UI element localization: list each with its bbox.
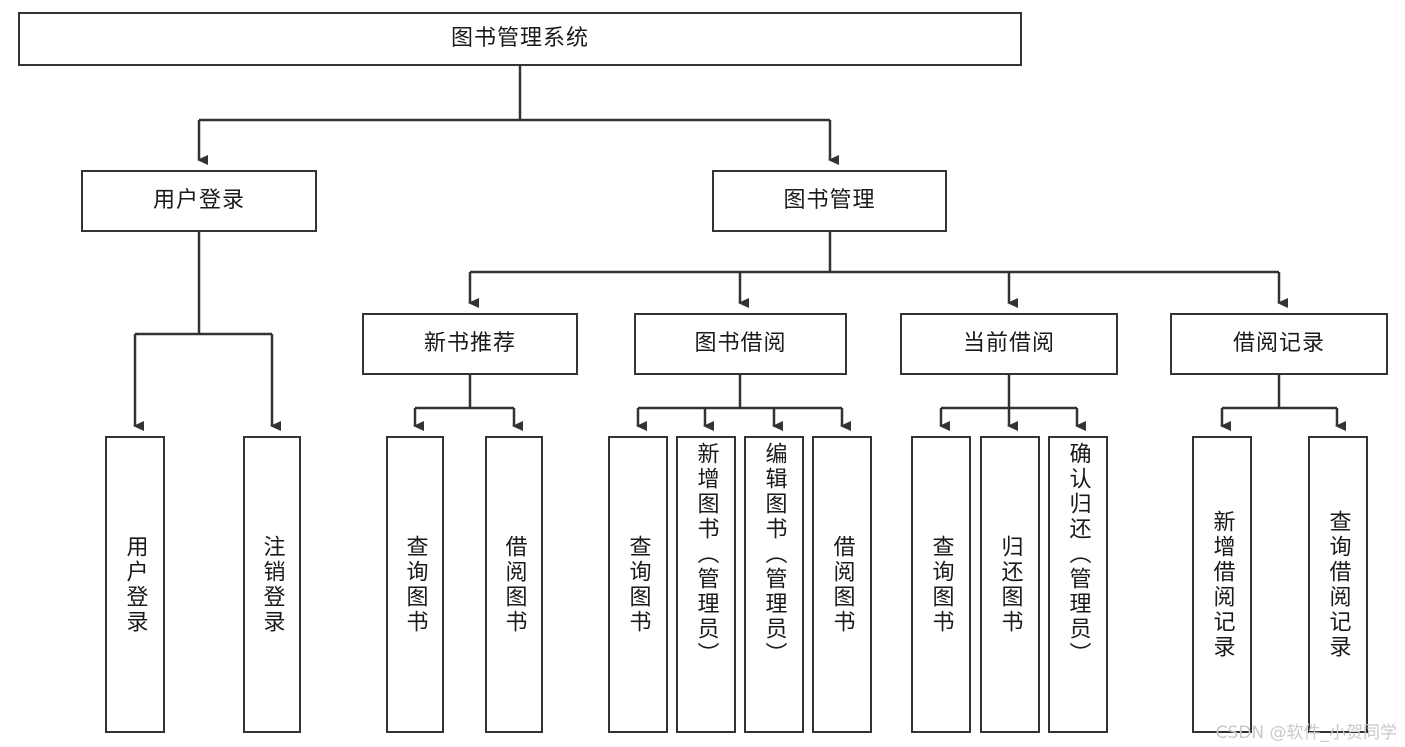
node-root[interactable]: 图书管理系统 xyxy=(18,12,1022,66)
node-book-management[interactable]: 图书管理 xyxy=(712,170,947,232)
leaf-return-book[interactable]: 归还图书 xyxy=(980,436,1040,733)
leaf-add-borrow-record[interactable]: 新增借阅记录 xyxy=(1192,436,1252,733)
leaf-query-borrow-record[interactable]: 查询借阅记录 xyxy=(1308,436,1368,733)
leaf-logout[interactable]: 注销登录 xyxy=(243,436,301,733)
leaf-query-book-borrow[interactable]: 查询图书 xyxy=(608,436,668,733)
node-user-login[interactable]: 用户登录 xyxy=(81,170,317,232)
leaf-edit-book-admin[interactable]: 编辑图书（管理员） xyxy=(744,436,804,733)
node-borrow-record[interactable]: 借阅记录 xyxy=(1170,313,1388,375)
leaf-borrow-book-new[interactable]: 借阅图书 xyxy=(485,436,543,733)
leaf-confirm-return-admin[interactable]: 确认归还（管理员） xyxy=(1048,436,1108,733)
node-book-borrow[interactable]: 图书借阅 xyxy=(634,313,847,375)
node-current-borrow[interactable]: 当前借阅 xyxy=(900,313,1118,375)
node-new-book-recommend[interactable]: 新书推荐 xyxy=(362,313,578,375)
leaf-borrow-book-borrow[interactable]: 借阅图书 xyxy=(812,436,872,733)
leaf-query-book-current[interactable]: 查询图书 xyxy=(911,436,971,733)
watermark-text: CSDN @软件_小贺同学 xyxy=(1215,723,1397,743)
leaf-user-login[interactable]: 用户登录 xyxy=(105,436,165,733)
leaf-query-book-new[interactable]: 查询图书 xyxy=(386,436,444,733)
leaf-add-book-admin[interactable]: 新增图书（管理员） xyxy=(676,436,736,733)
